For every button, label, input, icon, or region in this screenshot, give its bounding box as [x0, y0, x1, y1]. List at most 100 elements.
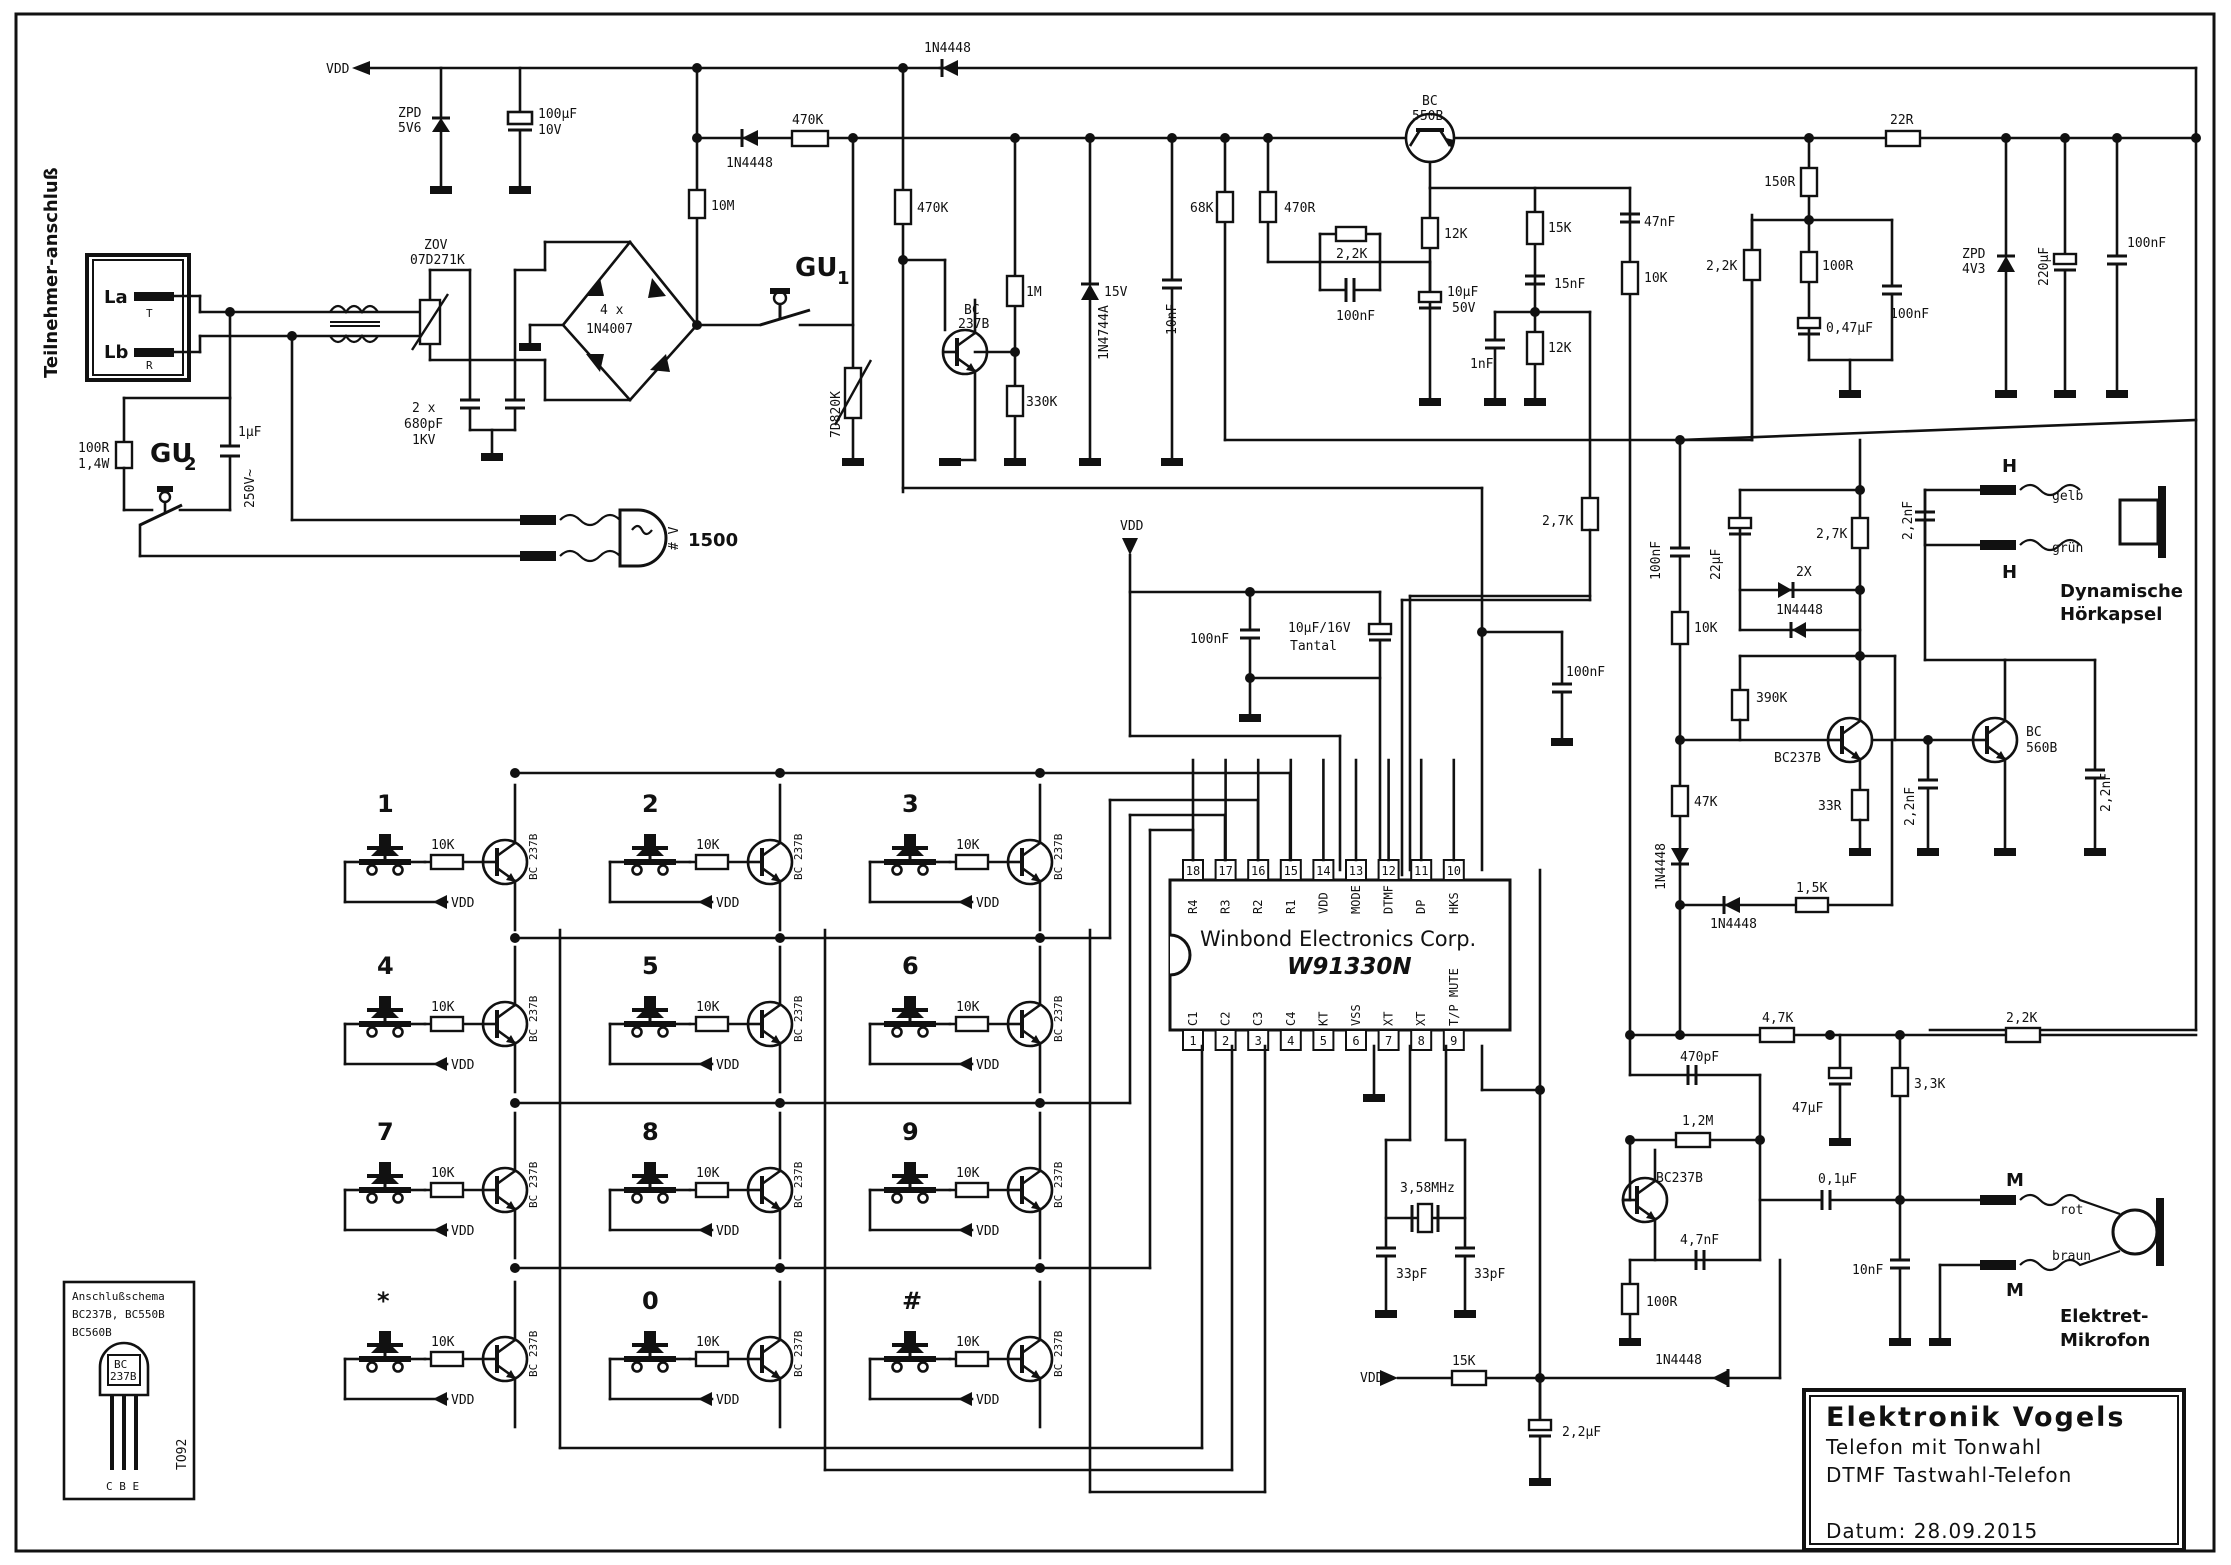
bridge-count: 4 x: [600, 303, 624, 318]
svg-text:BC 237B: BC 237B: [1052, 1161, 1065, 1208]
key-label: 8: [642, 1118, 659, 1146]
pinout-box: [62, 1280, 196, 1501]
diode-label-2: 1N4448: [726, 156, 773, 171]
ringer-label: 1500: [688, 530, 738, 551]
r390k-label: 390K: [1756, 691, 1787, 706]
zpd4v3-value: 4V3: [1962, 262, 1985, 277]
r470k-col-label: 470K: [917, 201, 948, 216]
bc550-part: 550B: [1412, 109, 1443, 124]
svg-text:11: 11: [1414, 864, 1428, 878]
bc237b-mic-label: BC237B: [1656, 1171, 1703, 1186]
r100r-left: 100R: [78, 441, 109, 456]
svg-text:9: 9: [1450, 1034, 1457, 1048]
svg-text:BC 237B: BC 237B: [527, 995, 540, 1042]
svg-text:BC 237B: BC 237B: [792, 1330, 805, 1377]
svg-text:8: 8: [1418, 1034, 1425, 1048]
svg-text:KT: KT: [1316, 1012, 1330, 1026]
gu1-sub: 1: [837, 268, 850, 289]
z1n4744-label: 1N4744A: [1097, 305, 1112, 360]
svg-text:5: 5: [1320, 1034, 1327, 1048]
r150r-label: 150R: [1764, 175, 1795, 190]
svg-text:4: 4: [1287, 1034, 1294, 1048]
bc237b-ear-label: BC237B: [1774, 751, 1821, 766]
svg-text:XT: XT: [1414, 1012, 1428, 1026]
c1n-label: 1nF: [1470, 357, 1494, 372]
pinout-part: 237B: [110, 1370, 137, 1383]
bc550-label: BC: [1422, 94, 1438, 109]
svg-text:10K: 10K: [431, 1000, 455, 1015]
r2k7-label: 2,7K: [1542, 514, 1573, 529]
r1k5-label: 1,5K: [1796, 881, 1827, 896]
r100r-watt: 1,4W: [78, 457, 109, 472]
svg-text:10K: 10K: [696, 1166, 720, 1181]
svg-text:VDD: VDD: [716, 1224, 740, 1239]
svg-text:DTMF: DTMF: [1382, 885, 1396, 914]
svg-text:MODE: MODE: [1349, 885, 1363, 914]
svg-text:VDD: VDD: [716, 1393, 740, 1408]
r1m2-label: 1,2M: [1682, 1114, 1713, 1129]
svg-text:VDD: VDD: [976, 896, 1000, 911]
c33p-a-label: 33pF: [1396, 1267, 1427, 1282]
vdr-label: 7D820K: [829, 391, 844, 438]
zpd4v3-label: ZPD: [1962, 247, 1986, 262]
svg-text:HKS: HKS: [1447, 892, 1461, 914]
gruen-label: grün: [2052, 541, 2083, 556]
svg-text:C1: C1: [1186, 1012, 1200, 1026]
bc560-part: 560B: [2026, 741, 2057, 756]
bridge-part: 1N4007: [586, 322, 633, 337]
gu2-sub: 2: [184, 454, 197, 475]
m1-label: M: [2006, 1170, 2024, 1191]
c10u50-volt: 50V: [1452, 301, 1476, 316]
diode-vertical: 1N4448: [1654, 843, 1669, 890]
svg-text:BC 237B: BC 237B: [527, 1161, 540, 1208]
chip-pin-9: 9 T/P MUTE: [1442, 968, 1465, 1051]
chip-part: W91330N: [1287, 954, 1412, 980]
svg-text:VSS: VSS: [1349, 1004, 1363, 1026]
chip-pin-5: 5 KT: [1312, 1012, 1335, 1051]
key-label: 4: [377, 952, 394, 980]
c100n-far-right: 100nF: [2127, 236, 2166, 251]
svg-text:T/P MUTE: T/P MUTE: [1447, 968, 1461, 1026]
gelb-label: gelb: [2052, 489, 2083, 504]
chip-pin-7: 7XT: [1377, 1012, 1400, 1051]
c1u-label: 1µF: [238, 425, 262, 440]
r2k2-right-label: 2,2K: [1706, 259, 1737, 274]
svg-text:VDD: VDD: [976, 1058, 1000, 1073]
r470r-label: 470R: [1284, 201, 1315, 216]
c220u-label: 220µF: [2037, 247, 2052, 286]
svg-text:10K: 10K: [956, 1335, 980, 1350]
svg-text:3: 3: [1255, 1034, 1262, 1048]
pinout-to92: TO92: [175, 1439, 190, 1470]
earpiece-label-2: Hörkapsel: [2060, 604, 2162, 625]
svg-text:VDD: VDD: [451, 1393, 475, 1408]
c47n-label: 47nF: [1644, 215, 1675, 230]
svg-text:BC 237B: BC 237B: [1052, 1330, 1065, 1377]
key-label: #: [902, 1287, 922, 1315]
svg-text:17: 17: [1218, 864, 1232, 878]
t-label: T: [146, 307, 153, 320]
svg-text:C3: C3: [1251, 1012, 1265, 1026]
c100n-hks: 100nF: [1566, 665, 1605, 680]
r330k-label: 330K: [1026, 395, 1057, 410]
line-input-box: [85, 253, 191, 382]
svg-text:10K: 10K: [956, 1000, 980, 1015]
c4n7-label: 4,7nF: [1680, 1233, 1719, 1248]
chip-pin-2: 2C2: [1214, 1012, 1237, 1051]
pinout-bc: BC: [114, 1358, 127, 1371]
svg-text:10: 10: [1447, 864, 1461, 878]
zpd-value: 5V6: [398, 121, 421, 136]
